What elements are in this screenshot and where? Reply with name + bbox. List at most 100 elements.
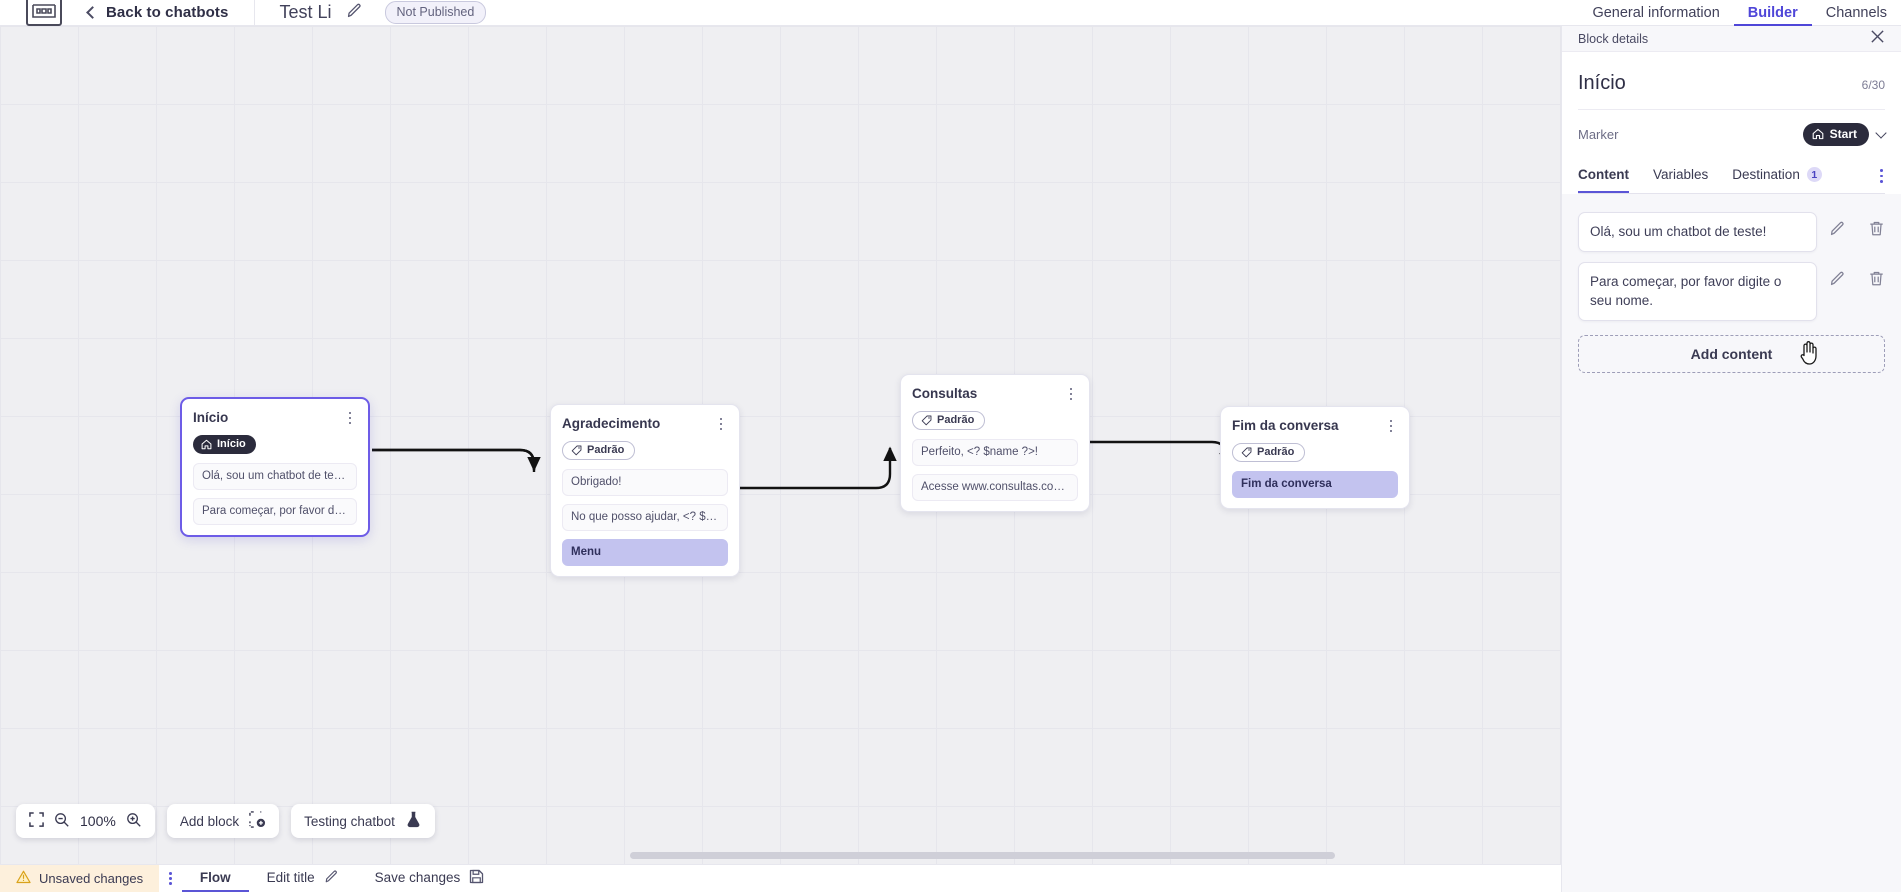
- pencil-icon[interactable]: [1829, 270, 1846, 292]
- chatbot-logo-icon[interactable]: [26, 0, 62, 26]
- tag-icon: [1241, 447, 1252, 457]
- block-message[interactable]: Obrigado!: [562, 468, 728, 496]
- block-header: Agradecimento: [562, 416, 728, 432]
- pencil-icon[interactable]: [346, 2, 363, 24]
- block-message[interactable]: Para começar, por favor digite o ...: [193, 497, 357, 525]
- block-message[interactable]: Menu: [562, 538, 728, 566]
- block-header: Consultas: [912, 386, 1078, 402]
- panel-tabs-kebab-menu-icon[interactable]: [1878, 161, 1885, 190]
- save-disk-icon: [469, 869, 484, 887]
- flow-canvas[interactable]: Início Início Olá, sou um chatbot de tes…: [0, 26, 1561, 864]
- save-changes-button[interactable]: Save changes: [357, 865, 503, 892]
- top-tabs: General information Builder Channels: [1578, 0, 1901, 26]
- canvas-toolbar: 100% Add block: [16, 804, 435, 838]
- block-kebab-menu-icon[interactable]: [1064, 386, 1078, 402]
- marker-select[interactable]: Start: [1802, 123, 1887, 146]
- bottom-bar: Unsaved changes Flow Edit title Save cha…: [0, 864, 1561, 892]
- flow-block-inicio[interactable]: Início Início Olá, sou um chatbot de tes…: [180, 397, 370, 537]
- home-icon: [201, 439, 212, 449]
- char-count: 6/30: [1861, 78, 1885, 92]
- block-message[interactable]: Acesse www.consultas.com par...: [912, 473, 1078, 501]
- block-name-row: Início 6/30: [1578, 52, 1885, 110]
- content-text[interactable]: Olá, sou um chatbot de teste!: [1578, 212, 1817, 252]
- top-bar: Back to chatbots Test Li Not Published G…: [0, 0, 1901, 26]
- testing-chatbot-button[interactable]: Testing chatbot: [291, 804, 435, 838]
- block-tag-start: Início: [193, 435, 256, 454]
- content-actions: [1829, 262, 1885, 292]
- pencil-icon: [324, 869, 339, 887]
- panel-header-title: Block details: [1578, 31, 1649, 46]
- panel-tab-variables[interactable]: Variables: [1653, 159, 1708, 193]
- chevron-down-icon: [1875, 126, 1887, 139]
- canvas-horizontal-scrollbar[interactable]: [630, 852, 1335, 859]
- marker-value-label: Start: [1829, 127, 1857, 141]
- bottom-kebab-menu-icon[interactable]: [159, 865, 182, 892]
- back-to-chatbots-label: Back to chatbots: [106, 4, 229, 21]
- bottom-tab-flow[interactable]: Flow: [181, 865, 249, 892]
- pointer-hand-cursor: [1798, 340, 1820, 371]
- block-tag-label: Padrão: [1257, 446, 1295, 458]
- flow-block-fim-da-conversa[interactable]: Fim da conversa Padrão Fim da conversa: [1220, 406, 1410, 509]
- block-kebab-menu-icon[interactable]: [343, 410, 357, 426]
- block-tag-label: Padrão: [937, 414, 975, 426]
- marker-value-pill: Start: [1802, 123, 1869, 146]
- edit-title-button[interactable]: Edit title: [249, 865, 357, 892]
- topbar-divider: [254, 0, 256, 26]
- block-title: Consultas: [912, 386, 978, 401]
- flow-block-consultas[interactable]: Consultas Padrão Perfeito, <? $name ?>! …: [900, 374, 1090, 512]
- chevron-left-icon: [86, 5, 99, 19]
- panel-tab-content-label: Content: [1578, 167, 1629, 182]
- trash-icon[interactable]: [1868, 270, 1885, 292]
- bottom-tab-flow-label: Flow: [199, 870, 231, 885]
- page-title: Test Li: [279, 2, 332, 22]
- block-kebab-menu-icon[interactable]: [1384, 418, 1398, 434]
- status-badge: Not Published: [384, 1, 487, 24]
- add-block-icon: [249, 811, 266, 831]
- home-icon: [1812, 128, 1824, 140]
- trash-icon[interactable]: [1868, 220, 1885, 242]
- back-to-chatbots-button[interactable]: Back to chatbots: [86, 0, 229, 26]
- marker-label: Marker: [1578, 127, 1619, 142]
- panel-tab-destination-label: Destination: [1732, 167, 1800, 182]
- pencil-icon[interactable]: [1829, 220, 1846, 242]
- tab-builder[interactable]: Builder: [1733, 0, 1812, 26]
- block-kebab-menu-icon[interactable]: [714, 416, 728, 432]
- panel-tab-content[interactable]: Content: [1578, 159, 1629, 193]
- block-header: Início: [193, 410, 357, 426]
- edit-title-label: Edit title: [266, 870, 315, 885]
- unsaved-changes-indicator: Unsaved changes: [0, 865, 160, 892]
- block-details-panel: Block details Início 6/30 Marker: [1561, 26, 1901, 892]
- block-message[interactable]: Perfeito, <? $name ?>!: [912, 438, 1078, 466]
- destination-count-badge: 1: [1806, 167, 1822, 182]
- warning-triangle-icon: [16, 870, 31, 887]
- block-message[interactable]: Olá, sou um chatbot de teste!: [193, 462, 357, 490]
- block-message[interactable]: Fim da conversa: [1232, 470, 1398, 498]
- block-name: Início: [1578, 72, 1626, 94]
- add-content-button[interactable]: Add content: [1578, 335, 1885, 373]
- marker-row: Marker Start: [1578, 110, 1887, 159]
- testing-chatbot-label: Testing chatbot: [304, 813, 395, 829]
- panel-body: Início 6/30 Marker Start Conten: [1562, 52, 1901, 194]
- zoom-in-icon[interactable]: [126, 812, 142, 831]
- panel-tab-destination[interactable]: Destination 1: [1732, 159, 1822, 193]
- panel-tab-variables-label: Variables: [1653, 167, 1709, 182]
- block-tag-default: Padrão: [562, 441, 636, 460]
- flow-block-agradecimento[interactable]: Agradecimento Padrão Obrigado! No que po…: [550, 404, 740, 577]
- zoom-out-icon[interactable]: [54, 812, 70, 831]
- close-icon[interactable]: [1870, 29, 1885, 49]
- fit-to-screen-icon[interactable]: [29, 812, 44, 830]
- tag-icon: [921, 415, 932, 425]
- save-changes-label: Save changes: [374, 870, 461, 885]
- block-tag-label: Padrão: [587, 444, 625, 456]
- tab-channels[interactable]: Channels: [1825, 5, 1887, 21]
- content-text[interactable]: Para começar, por favor digite o seu nom…: [1578, 262, 1817, 321]
- block-title: Agradecimento: [562, 416, 661, 431]
- tag-icon: [571, 445, 582, 455]
- flask-icon: [405, 811, 422, 831]
- block-tag-default: Padrão: [912, 411, 986, 430]
- block-tag-default: Padrão: [1232, 443, 1306, 462]
- block-message[interactable]: No que posso ajudar, <? $name ...: [562, 503, 728, 531]
- add-block-button[interactable]: Add block: [166, 804, 280, 838]
- tab-general-information[interactable]: General information: [1592, 5, 1720, 21]
- block-header: Fim da conversa: [1232, 418, 1398, 434]
